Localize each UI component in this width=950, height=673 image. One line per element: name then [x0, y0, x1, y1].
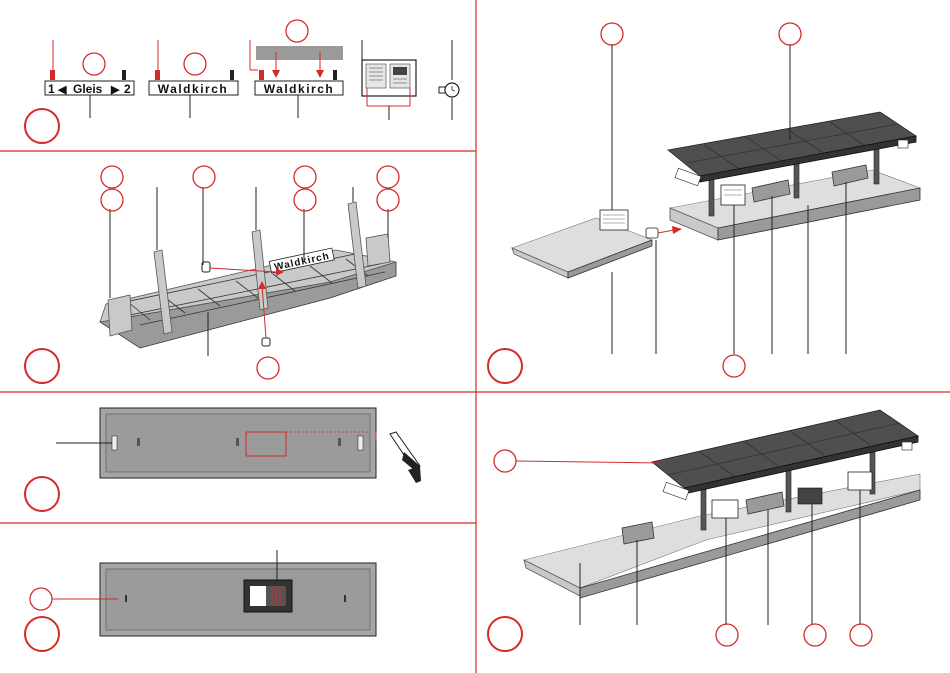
callout-circle — [723, 355, 745, 377]
hobby-knife-icon — [390, 432, 421, 483]
panel-2-frame: Waldkirch — [25, 166, 399, 383]
callout-circle — [601, 23, 623, 45]
callout-circle — [193, 166, 215, 188]
gleis-right-arrow: ▶ — [110, 84, 120, 96]
step-circle — [25, 109, 59, 143]
step-circle — [25, 349, 59, 383]
callout-circle — [184, 53, 206, 75]
panel-3-top-view — [25, 408, 421, 511]
callout-circle — [716, 624, 738, 646]
gleis-right-number: 2 — [124, 82, 131, 96]
vending-box — [798, 488, 822, 504]
panel-4-bottom-view — [25, 550, 376, 651]
gleis-sign: 1 ◀ Gleis ▶ 2 — [45, 40, 134, 118]
panel-1-signs: 1 ◀ Gleis ▶ 2 Waldkirch — [25, 20, 459, 143]
station-sign-2-text: Waldkirch — [264, 82, 334, 96]
timetable-board — [362, 40, 416, 120]
ramp-timetable — [600, 210, 628, 230]
gleis-left-number: 1 — [48, 82, 55, 96]
platform-timetable — [712, 500, 738, 518]
station-sign-2: Waldkirch — [250, 20, 343, 118]
step-circle — [25, 617, 59, 651]
ramp-piece — [512, 218, 652, 272]
callout-circle — [257, 357, 279, 379]
gleis-left-arrow: ◀ — [57, 84, 67, 96]
callout-circle — [779, 23, 801, 45]
callout-circle — [377, 166, 399, 188]
callout-circle — [83, 53, 105, 75]
callout-circle — [850, 624, 872, 646]
platform-clock — [439, 40, 459, 120]
end-wall-right — [366, 234, 390, 266]
step-circle — [488, 617, 522, 651]
clip-part — [262, 338, 270, 346]
callout-circle — [377, 189, 399, 211]
platform-timetable — [848, 472, 872, 490]
panel-6-final — [488, 410, 920, 651]
callout-circle — [30, 588, 52, 610]
callout-circle — [101, 189, 123, 211]
end-wall-left — [108, 295, 132, 336]
panel-5-assembly — [488, 23, 920, 383]
callout-circle — [294, 166, 316, 188]
callout-circle — [101, 166, 123, 188]
callout-circle — [294, 189, 316, 211]
station-sign-1: Waldkirch — [149, 40, 238, 118]
callout-circle — [494, 450, 516, 472]
gleis-word: Gleis — [73, 82, 103, 96]
step-circle — [488, 349, 522, 383]
callout-circle — [804, 624, 826, 646]
station-sign-1-text: Waldkirch — [158, 82, 228, 96]
step-circle — [25, 477, 59, 511]
connector-part — [646, 228, 658, 238]
final-platform-deck — [524, 474, 920, 588]
callout-circle — [286, 20, 308, 42]
